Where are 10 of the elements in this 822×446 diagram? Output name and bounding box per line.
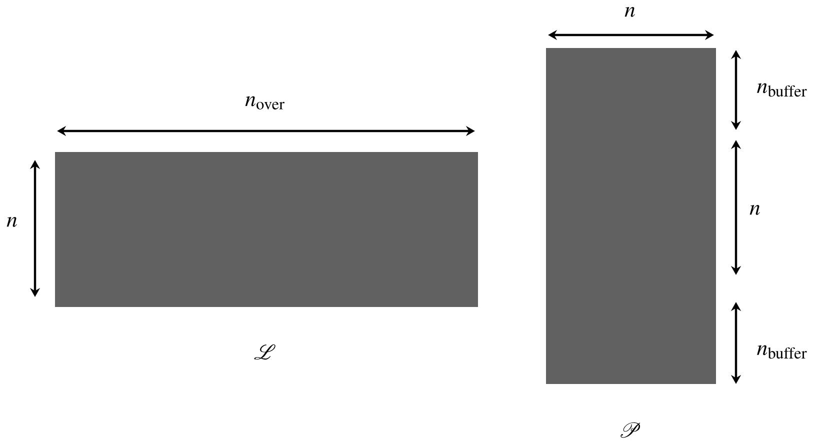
matrix-rectangle <box>55 152 478 307</box>
dimension-label: $n_{\mathrm{buffer}}$ <box>757 83 807 97</box>
dimension-label: $n_{\mathrm{over}}$ <box>245 96 285 110</box>
dimension-label: $n$ <box>6 216 17 227</box>
dimension-label: $\mathscr{L}$ <box>254 344 276 360</box>
matrix-rectangle <box>546 48 716 384</box>
dimension-label: $n$ <box>624 6 635 17</box>
dimension-label: $n$ <box>750 204 760 215</box>
dimension-label: $\mathscr{P}$ <box>620 422 640 438</box>
dimension-label: $n_{\mathrm{buffer}}$ <box>757 345 807 359</box>
